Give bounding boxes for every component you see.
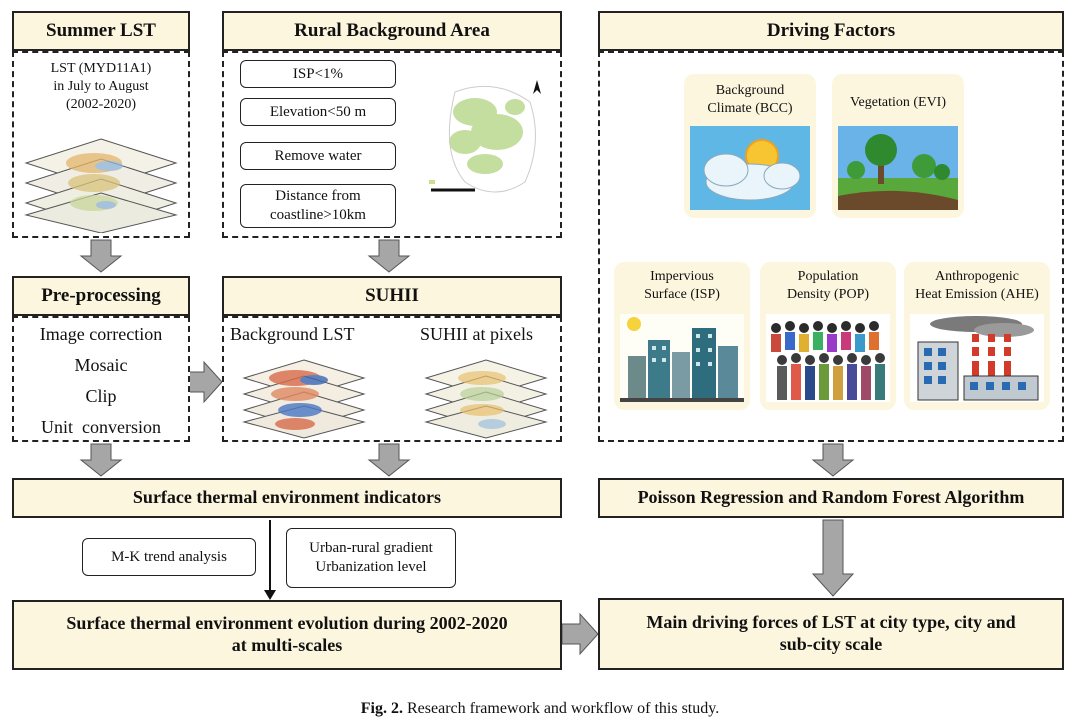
factor-ahe: Anthropogenic Heat Emission (AHE) xyxy=(904,262,1050,410)
rural-header: Rural Background Area xyxy=(222,11,562,51)
step-image-correction: Image correction xyxy=(39,324,163,344)
mk-trend-box: M-K trend analysis xyxy=(82,538,256,576)
rural-title: Rural Background Area xyxy=(294,19,490,41)
factor-pop: Population Density (POP) xyxy=(760,262,896,410)
criterion-coastline: Distance from coastline>10km xyxy=(240,184,396,228)
background-lst-layers-icon xyxy=(242,359,366,439)
main-forces-header: Main driving forces of LST at city type,… xyxy=(598,598,1064,670)
step-unit-conversion: Unit conversion xyxy=(41,417,161,437)
indicators-header: Surface thermal environment indicators xyxy=(12,478,562,518)
summer-lst-header: Summer LST xyxy=(12,11,190,51)
step-clip: Clip xyxy=(85,386,117,406)
poisson-header: Poisson Regression and Random Forest Alg… xyxy=(598,478,1064,518)
lst-layers-icon xyxy=(24,138,178,233)
crowd-icon xyxy=(766,314,890,402)
summer-lst-title: Summer LST xyxy=(46,19,156,41)
criterion-elevation: Elevation<50 m xyxy=(240,98,396,126)
arrow-right xyxy=(187,360,223,404)
preprocessing-header: Pre-processing xyxy=(12,276,190,316)
arrow-down xyxy=(367,239,411,273)
rural-map-icon xyxy=(429,80,541,193)
arrow-down xyxy=(367,443,411,477)
summer-lst-desc: LST (MYD11A1) in July to August (2002-20… xyxy=(50,61,152,113)
preprocessing-panel: Image correction Mosaic Clip Unit conver… xyxy=(12,316,190,442)
driving-title: Driving Factors xyxy=(766,19,896,41)
criterion-water: Remove water xyxy=(240,142,396,170)
step-mosaic: Mosaic xyxy=(74,355,128,375)
factor-bcc: Background Climate (BCC) xyxy=(684,74,816,218)
suhii-panel: Background LST SUHII at pixels xyxy=(222,316,562,442)
summer-lst-panel: LST (MYD11A1) in July to August (2002-20… xyxy=(12,51,190,238)
figure-caption: Fig. 2. Research framework and workflow … xyxy=(0,700,1080,718)
caption-text: Research framework and workflow of this … xyxy=(403,700,720,717)
suhii-header: SUHII xyxy=(222,276,562,316)
factor-evi: Vegetation (EVI) xyxy=(832,74,964,218)
arrow-right xyxy=(561,612,599,656)
poisson-title: Poisson Regression and Random Forest Alg… xyxy=(637,487,1025,508)
evolution-title: Surface thermal environment evolution du… xyxy=(66,613,508,655)
weather-icon xyxy=(690,126,810,210)
suhii-layers-icon xyxy=(424,359,548,439)
arrow-down xyxy=(811,443,855,477)
evolution-header: Surface thermal environment evolution du… xyxy=(12,600,562,670)
suhii-pixels-label: SUHII at pixels xyxy=(420,324,533,344)
preprocessing-title: Pre-processing xyxy=(41,284,161,306)
caption-fig-label: Fig. 2. xyxy=(360,700,403,717)
driving-header: Driving Factors xyxy=(598,11,1064,51)
main-forces-title: Main driving forces of LST at city type,… xyxy=(646,612,1016,654)
factory-icon xyxy=(910,314,1044,402)
background-lst-label: Background LST xyxy=(230,324,355,344)
factor-isp: Impervious Surface (ISP) xyxy=(614,262,750,410)
gradient-box: Urban-rural gradient Urbanization level xyxy=(286,528,456,588)
arrow-down xyxy=(811,519,855,597)
city-icon xyxy=(620,314,744,402)
arrow-down xyxy=(79,443,123,477)
arrow-down xyxy=(79,239,123,273)
indicators-title: Surface thermal environment indicators xyxy=(132,487,442,508)
tree-icon xyxy=(838,126,958,210)
suhii-title: SUHII xyxy=(365,284,419,306)
criterion-isp: ISP<1% xyxy=(240,60,396,88)
